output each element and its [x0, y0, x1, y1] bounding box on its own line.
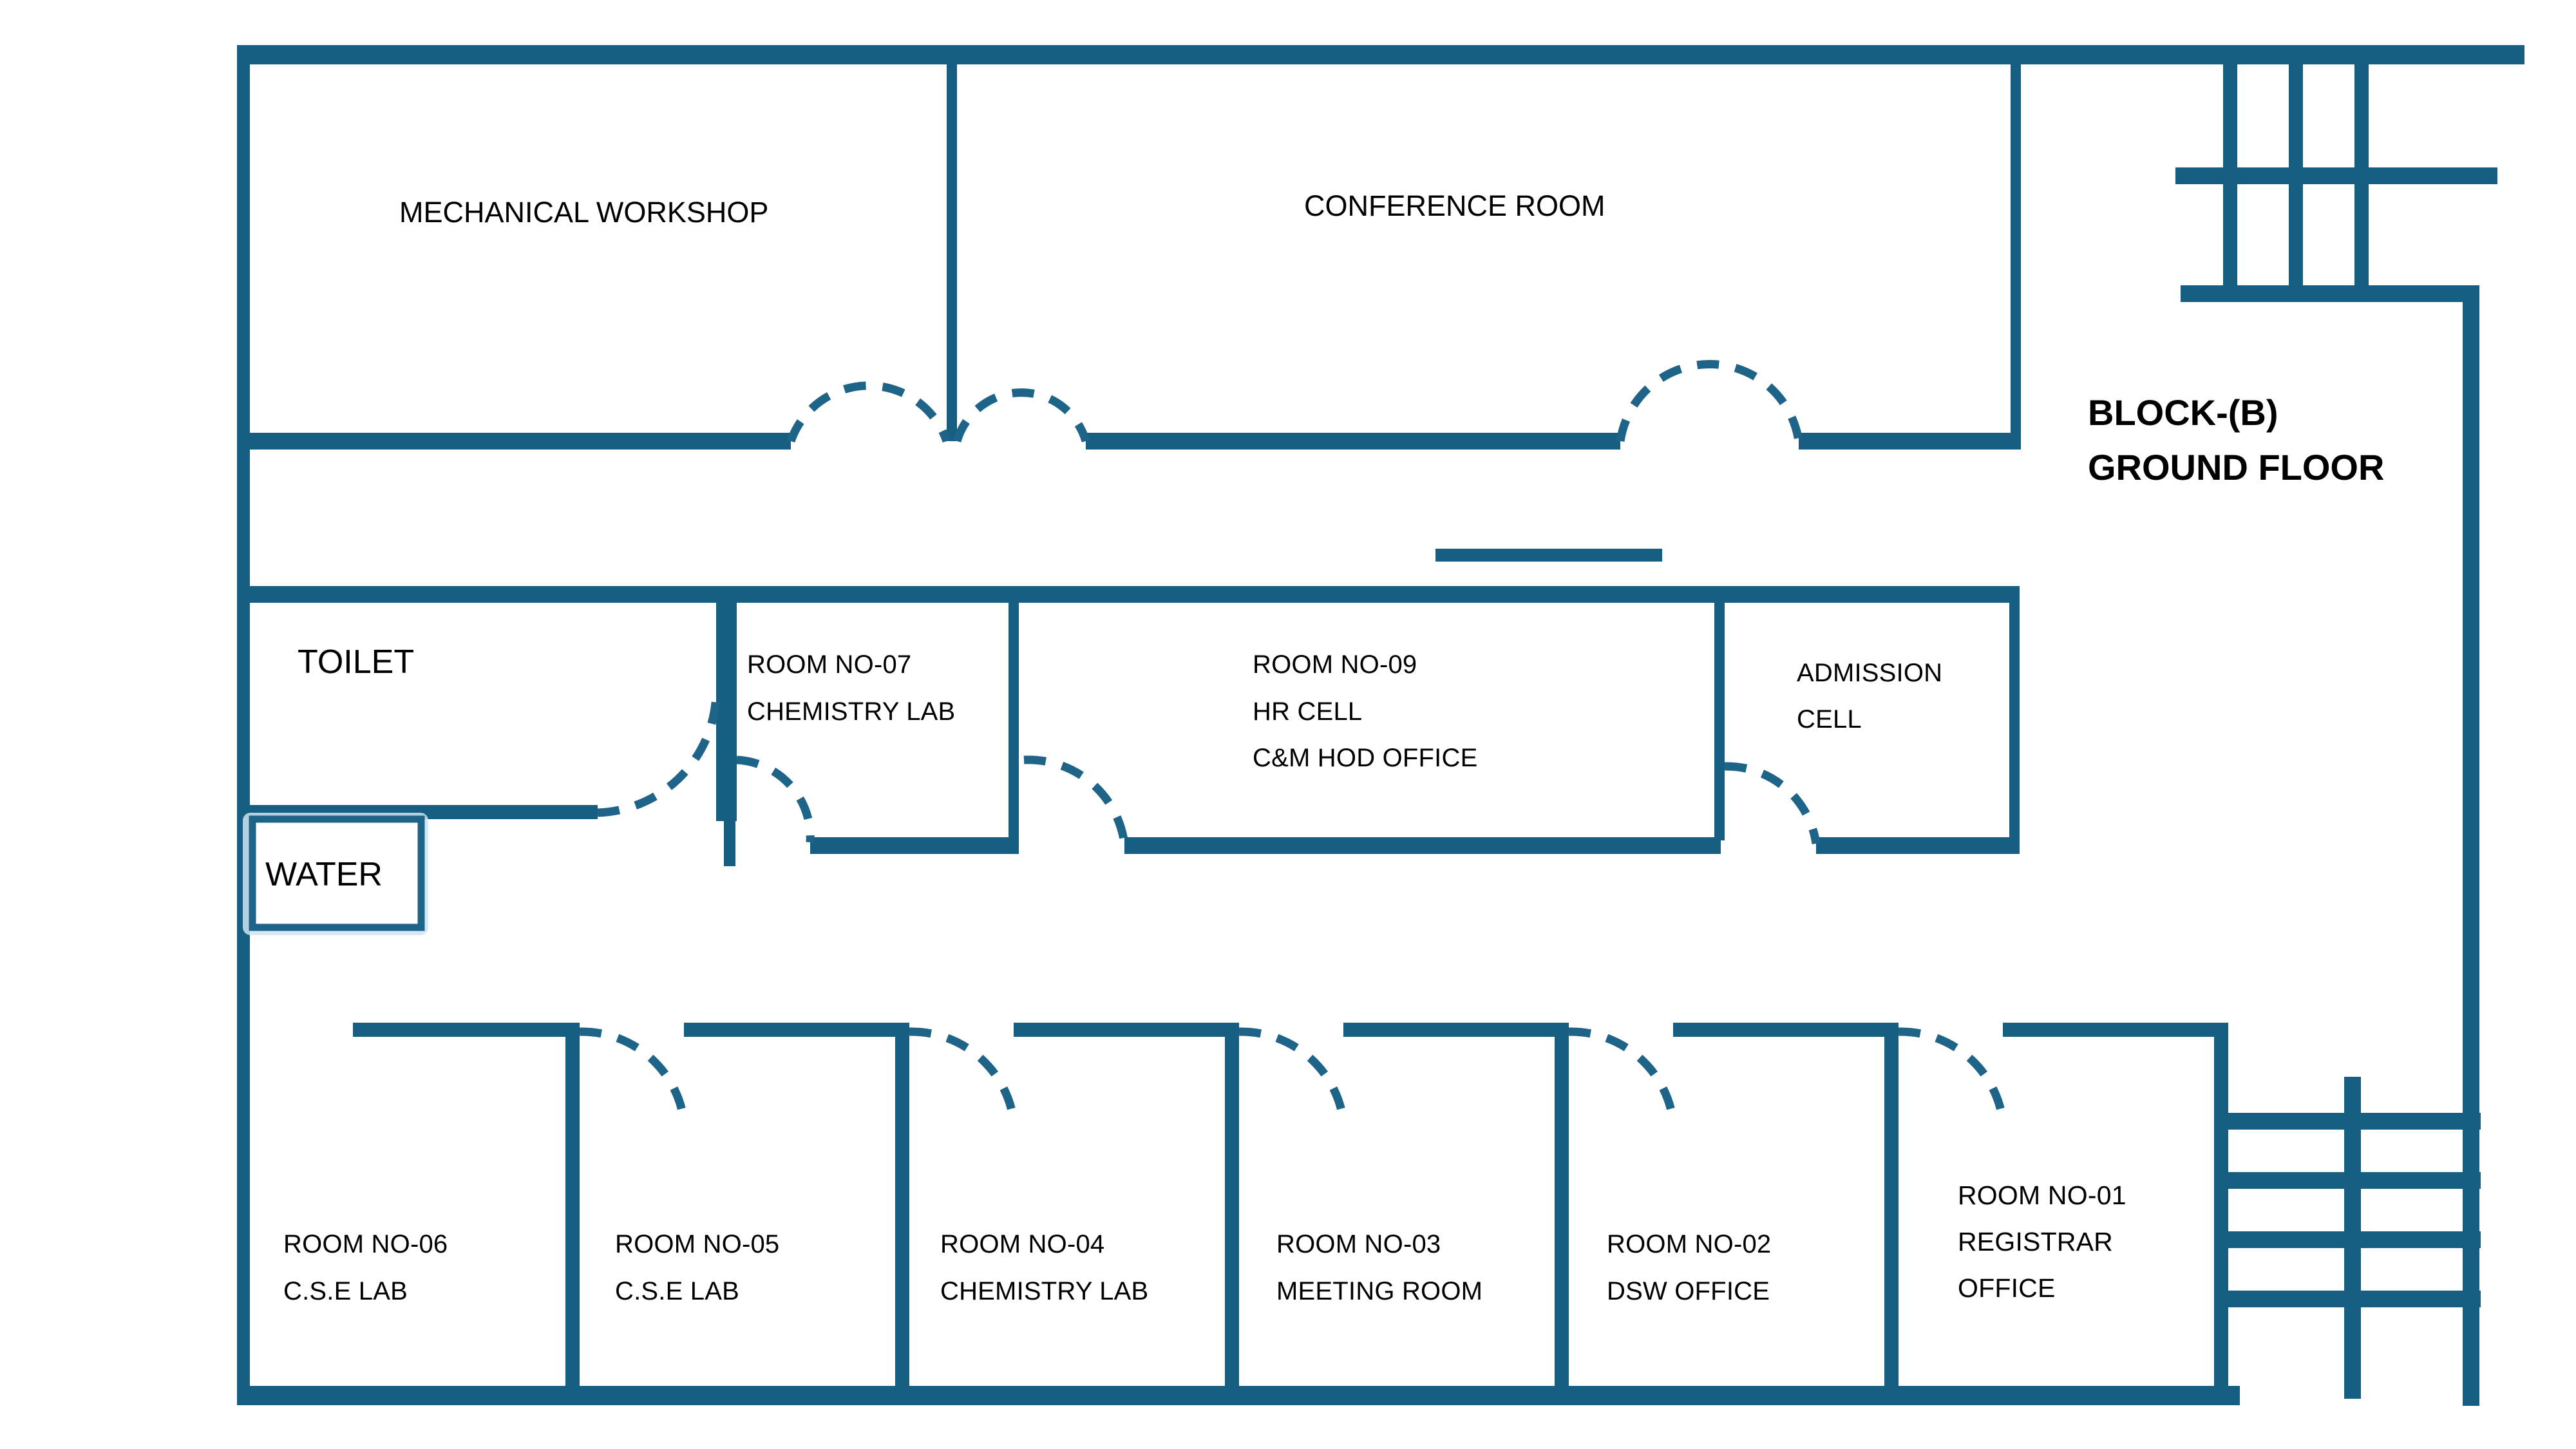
door-arc-room09: [1023, 755, 1129, 844]
label-room05-line1: ROOM NO-05: [615, 1230, 779, 1258]
wall-room09-admission-divider: [1714, 596, 1725, 840]
room-06-labels: ROOM NO-06 C.S.E LAB: [283, 1230, 448, 1305]
label-room09-line3: C&M HOD OFFICE: [1253, 744, 1477, 772]
wall-exterior-right: [2463, 285, 2479, 1406]
room-02-labels: ROOM NO-02 DSW OFFICE: [1607, 1230, 1771, 1305]
label-room04-line2: CHEMISTRY LAB: [940, 1277, 1148, 1305]
label-admission-line2: CELL: [1797, 705, 1862, 734]
label-room03-line1: ROOM NO-03: [1276, 1230, 1441, 1258]
block-title-line2: GROUND FLOOR: [2088, 447, 2384, 488]
label-room07-line1: ROOM NO-07: [747, 650, 911, 679]
wall-workshop-bottom-left: [250, 433, 791, 450]
wall-room04-top: [1014, 1023, 1238, 1037]
wall-toilet-room07-lower: [724, 596, 735, 866]
label-room06-line2: C.S.E LAB: [283, 1277, 408, 1305]
room-05-labels: ROOM NO-05 C.S.E LAB: [615, 1230, 779, 1305]
door-arc-workshop: [786, 381, 951, 443]
wall-conference-right: [2011, 55, 2021, 441]
label-room02-line2: DSW OFFICE: [1607, 1277, 1770, 1305]
room-01-labels: ROOM NO-01 REGISTRAR OFFICE: [1958, 1180, 2126, 1303]
label-room01-line1: ROOM NO-01: [1958, 1180, 2126, 1210]
bottom-section-doors: [579, 1027, 2007, 1121]
wall-exterior-left-lower: [237, 935, 250, 1405]
water-room: WATER: [243, 813, 428, 935]
block-title-line1: BLOCK-(B): [2088, 392, 2278, 433]
label-room05-line2: C.S.E LAB: [615, 1277, 739, 1305]
top-section-doors: [786, 360, 1803, 443]
wall-room07-bottom: [810, 837, 1019, 854]
label-room01-line2: REGISTRAR: [1958, 1227, 2113, 1256]
room-03-labels: ROOM NO-03 MEETING ROOM: [1276, 1230, 1482, 1305]
wall-room02-top: [1673, 1023, 1897, 1037]
wall-partition-workshop-conference: [947, 55, 957, 441]
stair-top-right: [2175, 64, 2497, 302]
label-room01-line3: OFFICE: [1958, 1273, 2056, 1303]
wall-exterior-top: [237, 45, 2524, 64]
door-arc-room07: [736, 755, 815, 843]
door-arc-room02: [1568, 1027, 1678, 1121]
label-conference-room: CONFERENCE ROOM: [1304, 189, 1605, 222]
middle-section-doors: [597, 690, 1821, 844]
stair-br-rung-4: [2228, 1291, 2481, 1307]
wall-divider-room05-room04: [895, 1023, 909, 1396]
stair-br-rung-3: [2228, 1231, 2481, 1248]
wall-admission-bottom: [1816, 837, 2020, 854]
stair-tr-landing-bottom: [2181, 285, 2479, 302]
label-room06-line1: ROOM NO-06: [283, 1230, 448, 1258]
stair-bottom-right: [2228, 1077, 2481, 1399]
wall-segment-standalone: [1435, 549, 1662, 562]
wall-room05-top: [684, 1023, 908, 1037]
label-room07-line2: CHEMISTRY LAB: [747, 697, 955, 726]
label-room09-line2: HR CELL: [1253, 697, 1362, 726]
wall-room06-top: [353, 1023, 577, 1037]
stair-tr-landing-mid: [2175, 167, 2497, 184]
door-arc-conference-right: [1616, 360, 1803, 442]
label-room03-line2: MEETING ROOM: [1276, 1277, 1482, 1305]
room-09-labels: ROOM NO-09 HR CELL C&M HOD OFFICE: [1253, 650, 1477, 772]
wall-admission-right: [2009, 596, 2020, 853]
label-room04-line1: ROOM NO-04: [940, 1230, 1104, 1258]
wall-conference-bottom-mid: [1086, 433, 1620, 450]
door-arc-room03: [1238, 1027, 1348, 1121]
door-arc-room01: [1898, 1027, 2007, 1121]
water-box-outline: [249, 815, 425, 931]
door-arc-room05: [579, 1027, 688, 1121]
wall-divider-room03-room02: [1555, 1023, 1569, 1396]
stair-br-rung-1: [2228, 1113, 2481, 1130]
middle-section-walls: [237, 444, 2020, 992]
wall-room03-top: [1343, 1023, 1567, 1037]
door-arc-conference-left: [952, 388, 1090, 442]
label-water: WATER: [265, 856, 383, 893]
door-arc-room04: [909, 1027, 1018, 1121]
room-04-labels: ROOM NO-04 CHEMISTRY LAB: [940, 1230, 1148, 1305]
top-section-walls: [237, 45, 2524, 450]
wall-room01-top: [2003, 1023, 2227, 1037]
label-room02-line1: ROOM NO-02: [1607, 1230, 1771, 1258]
label-mechanical-workshop: MECHANICAL WORKSHOP: [399, 196, 768, 229]
wall-conference-bottom-right: [1799, 433, 2021, 450]
bottom-section-walls: [237, 935, 2240, 1405]
wall-room09-bottom: [1124, 837, 1721, 854]
stair-br-rung-2: [2228, 1172, 2481, 1189]
wall-divider-room02-room01: [1884, 1023, 1899, 1396]
label-admission-line1: ADMISSION: [1797, 659, 1942, 687]
wall-room07-right: [1009, 596, 1019, 853]
wall-divider-room01-right: [2214, 1023, 2228, 1396]
door-arc-toilet: [597, 690, 721, 817]
wall-divider-room06-room05: [565, 1023, 580, 1396]
label-room09-line1: ROOM NO-09: [1253, 650, 1417, 679]
room-07-labels: ROOM NO-07 CHEMISTRY LAB: [747, 650, 955, 726]
wall-middle-top: [237, 586, 2020, 603]
label-toilet: TOILET: [298, 643, 414, 681]
door-arc-admission: [1724, 762, 1821, 844]
wall-divider-room04-room03: [1225, 1023, 1239, 1396]
wall-exterior-left-upper: [237, 45, 250, 444]
admission-cell-labels: ADMISSION CELL: [1797, 659, 1942, 734]
